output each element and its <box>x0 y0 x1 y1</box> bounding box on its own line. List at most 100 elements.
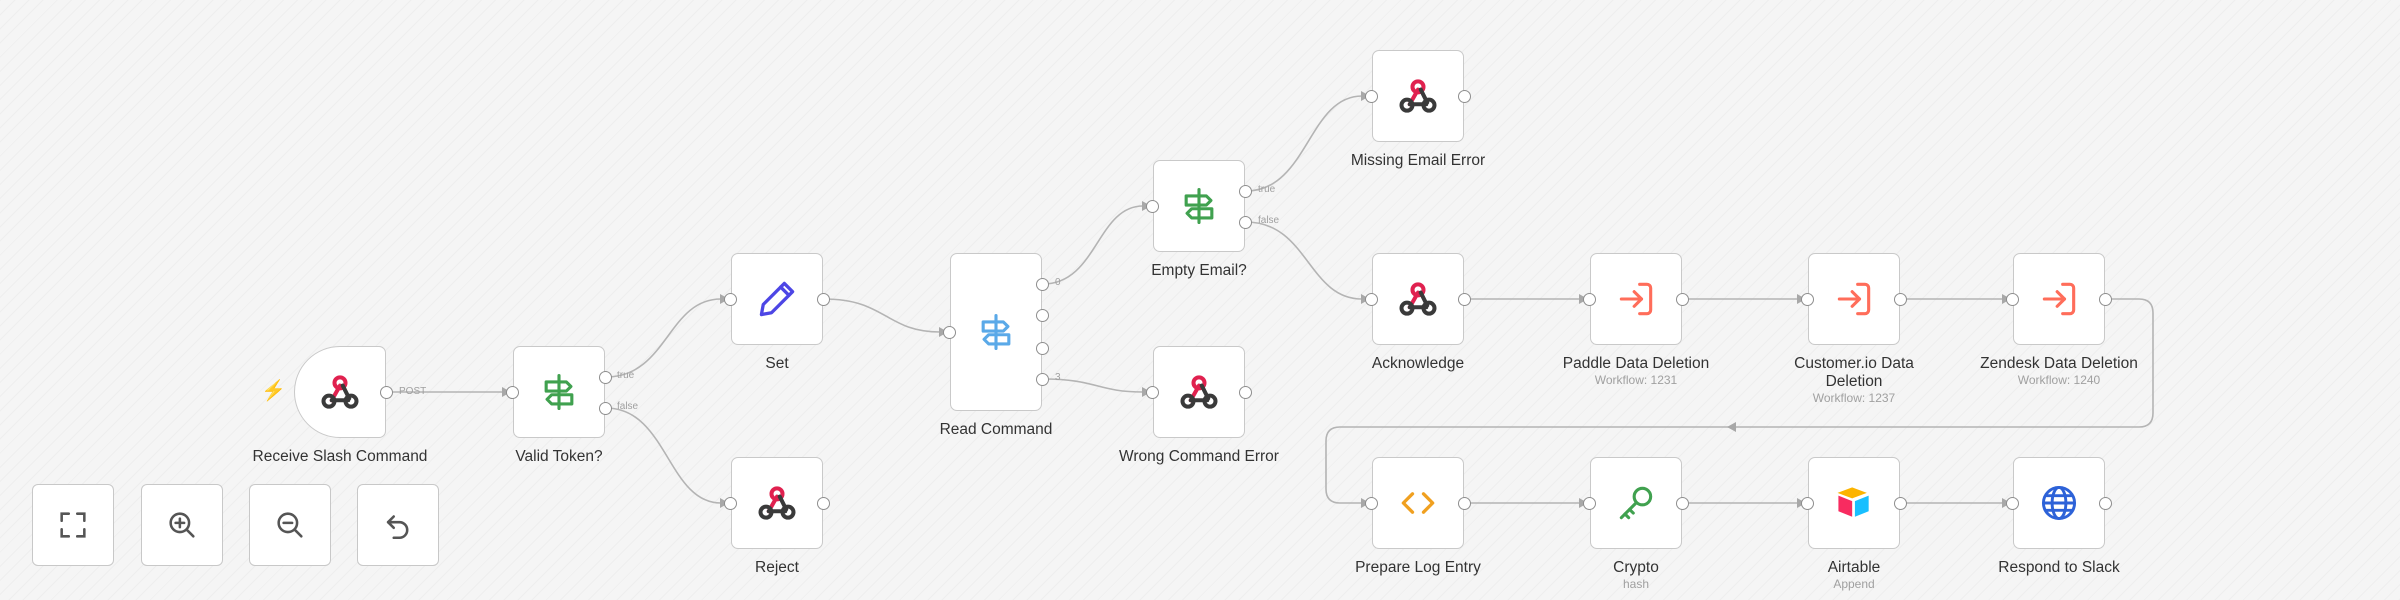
zoom-in-icon <box>169 512 195 538</box>
execute-workflow-icon <box>1619 282 1653 316</box>
node-wrong[interactable] <box>1153 346 1245 438</box>
node-respond[interactable] <box>2013 457 2105 549</box>
node-airtable[interactable] <box>1808 457 1900 549</box>
zoom-out-button[interactable] <box>249 484 331 566</box>
node-label: Prepare Log Entry <box>1355 559 1481 576</box>
node-paddle[interactable] <box>1590 253 1682 345</box>
webhook-icon <box>758 486 796 520</box>
node-subtitle: Append <box>1833 577 1875 591</box>
output-handle[interactable] <box>1894 497 1907 510</box>
output-handle[interactable] <box>1239 386 1252 399</box>
node-missing[interactable] <box>1372 50 1464 142</box>
node-subtitle: Workflow: 1231 <box>1594 373 1678 387</box>
node-label: Empty Email? <box>1151 262 1247 279</box>
edge-zendesk-prepare[interactable] <box>1325 298 2154 504</box>
input-handle[interactable] <box>1801 293 1814 306</box>
edge-set-read[interactable] <box>823 298 941 333</box>
node-reject[interactable] <box>731 457 823 549</box>
input-handle[interactable] <box>1365 90 1378 103</box>
webhook-icon <box>1399 282 1437 316</box>
output-handle[interactable] <box>817 293 830 306</box>
input-handle[interactable] <box>943 326 956 339</box>
node-label: Paddle Data Deletion <box>1562 355 1710 372</box>
pencil-icon <box>759 281 795 317</box>
globe-icon <box>2041 485 2077 521</box>
code-icon <box>1401 492 1435 514</box>
handle-label: false <box>617 401 639 412</box>
output-handle[interactable] <box>1676 293 1689 306</box>
handle-label: POST <box>399 386 427 397</box>
input-handle[interactable] <box>1146 386 1159 399</box>
handle-label: true <box>1258 184 1276 195</box>
output-handle[interactable] <box>1036 342 1049 355</box>
node-crypto[interactable] <box>1590 457 1682 549</box>
output-handle[interactable] <box>1458 293 1471 306</box>
output-handle[interactable] <box>2099 293 2112 306</box>
edge-read-wrong[interactable] <box>1042 378 1144 393</box>
output-handle[interactable] <box>599 371 612 384</box>
output-handle[interactable] <box>1239 185 1252 198</box>
zoom-in-button[interactable] <box>141 484 223 566</box>
output-handle[interactable] <box>817 497 830 510</box>
webhook-icon <box>321 375 359 409</box>
node-set[interactable] <box>731 253 823 345</box>
node-subtitle: hash <box>1622 577 1650 591</box>
node-valid[interactable] <box>513 346 605 438</box>
node-label: Wrong Command Error <box>1119 448 1279 465</box>
key-icon <box>1619 486 1653 520</box>
node-ack[interactable] <box>1372 253 1464 345</box>
handle-label: 3 <box>1055 372 1061 383</box>
input-handle[interactable] <box>2006 497 2019 510</box>
signpost-icon <box>981 313 1011 351</box>
output-handle[interactable] <box>1458 497 1471 510</box>
node-subtitle: Workflow: 1237 <box>1812 391 1896 405</box>
input-handle[interactable] <box>1801 497 1814 510</box>
output-handle[interactable] <box>1894 293 1907 306</box>
node-label: Valid Token? <box>515 448 603 465</box>
output-handle[interactable] <box>599 402 612 415</box>
fit-view-button[interactable] <box>32 484 114 566</box>
edge-empty-ack[interactable] <box>1245 221 1363 300</box>
input-handle[interactable] <box>724 497 737 510</box>
webhook-icon <box>1399 79 1437 113</box>
input-handle[interactable] <box>724 293 737 306</box>
edge-valid-reject[interactable] <box>605 407 722 504</box>
node-label: Receive Slash Command <box>252 448 428 465</box>
node-read[interactable] <box>950 253 1042 411</box>
node-prepare[interactable] <box>1372 457 1464 549</box>
input-handle[interactable] <box>1583 293 1596 306</box>
input-handle[interactable] <box>1583 497 1596 510</box>
edge-valid-set[interactable] <box>605 298 722 378</box>
node-zendesk[interactable] <box>2013 253 2105 345</box>
input-handle[interactable] <box>1365 293 1378 306</box>
input-handle[interactable] <box>1365 497 1378 510</box>
output-handle[interactable] <box>1239 216 1252 229</box>
output-handle[interactable] <box>1458 90 1471 103</box>
output-handle[interactable] <box>1036 309 1049 322</box>
output-handle[interactable] <box>1036 278 1049 291</box>
node-subtitle: Workflow: 1240 <box>2017 373 2101 387</box>
output-handle[interactable] <box>1676 497 1689 510</box>
input-handle[interactable] <box>2006 293 2019 306</box>
node-label: Crypto <box>1613 559 1659 576</box>
node-customer[interactable] <box>1808 253 1900 345</box>
input-handle[interactable] <box>1146 200 1159 213</box>
input-handle[interactable] <box>506 386 519 399</box>
handle-label: false <box>1258 215 1280 226</box>
edge-empty-missing[interactable] <box>1245 95 1363 192</box>
node-label: Airtable <box>1827 559 1881 576</box>
output-handle[interactable] <box>1036 373 1049 386</box>
webhook-icon <box>1180 375 1218 409</box>
trigger-bolt-icon: ⚡ <box>261 380 286 402</box>
node-label: Reject <box>755 559 799 576</box>
output-handle[interactable] <box>380 386 393 399</box>
zoom-out-icon <box>277 512 303 538</box>
output-handle[interactable] <box>2099 497 2112 510</box>
airtable-icon <box>1837 487 1869 517</box>
undo-icon <box>386 515 409 540</box>
edge-read-empty[interactable] <box>1042 205 1144 285</box>
node-empty[interactable] <box>1153 160 1245 252</box>
node-receive[interactable] <box>294 346 386 438</box>
reset-zoom-button[interactable] <box>357 484 439 566</box>
